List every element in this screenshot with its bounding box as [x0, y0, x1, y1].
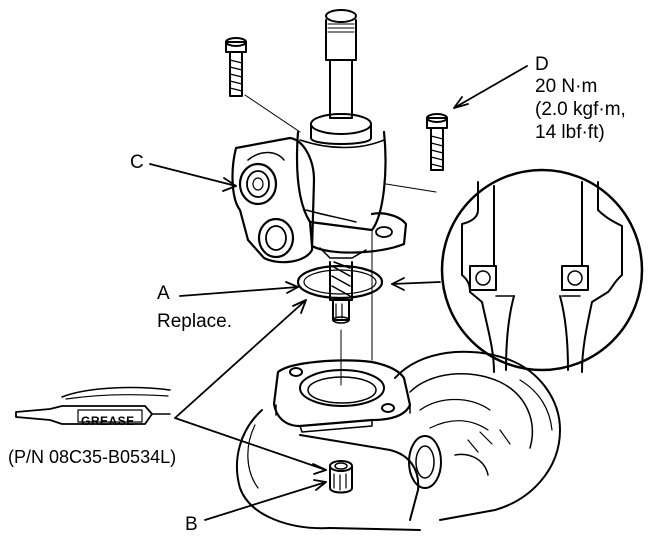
torque-spec-nm: 20 N·m [535, 76, 598, 97]
callout-d-label: D [535, 54, 549, 75]
callout-a-label: A [157, 283, 170, 304]
torque-spec-kgf: (2.0 kgf·m, [535, 99, 626, 120]
callout-c-label: C [130, 152, 144, 173]
leader-lines [149, 65, 528, 521]
callout-b-label: B [185, 514, 198, 535]
pinion-shaft [329, 261, 353, 386]
o-ring-a [296, 264, 384, 300]
callout-a-note: Replace. [157, 311, 232, 332]
bolt-d [426, 113, 448, 171]
seal-b-part [329, 460, 353, 494]
valve-body [231, 9, 437, 361]
mounting-bolt-left [225, 37, 247, 97]
mounting-flange [272, 359, 412, 433]
torque-spec-lbf: 14 lbf·ft) [535, 122, 605, 143]
grease-tube [15, 386, 171, 425]
grease-tube-label: GREASE [81, 414, 135, 428]
grease-part-number: (P/N 08C35-B0534L) [8, 447, 177, 467]
gear-housing [236, 350, 561, 531]
detail-view-circle [440, 168, 644, 373]
